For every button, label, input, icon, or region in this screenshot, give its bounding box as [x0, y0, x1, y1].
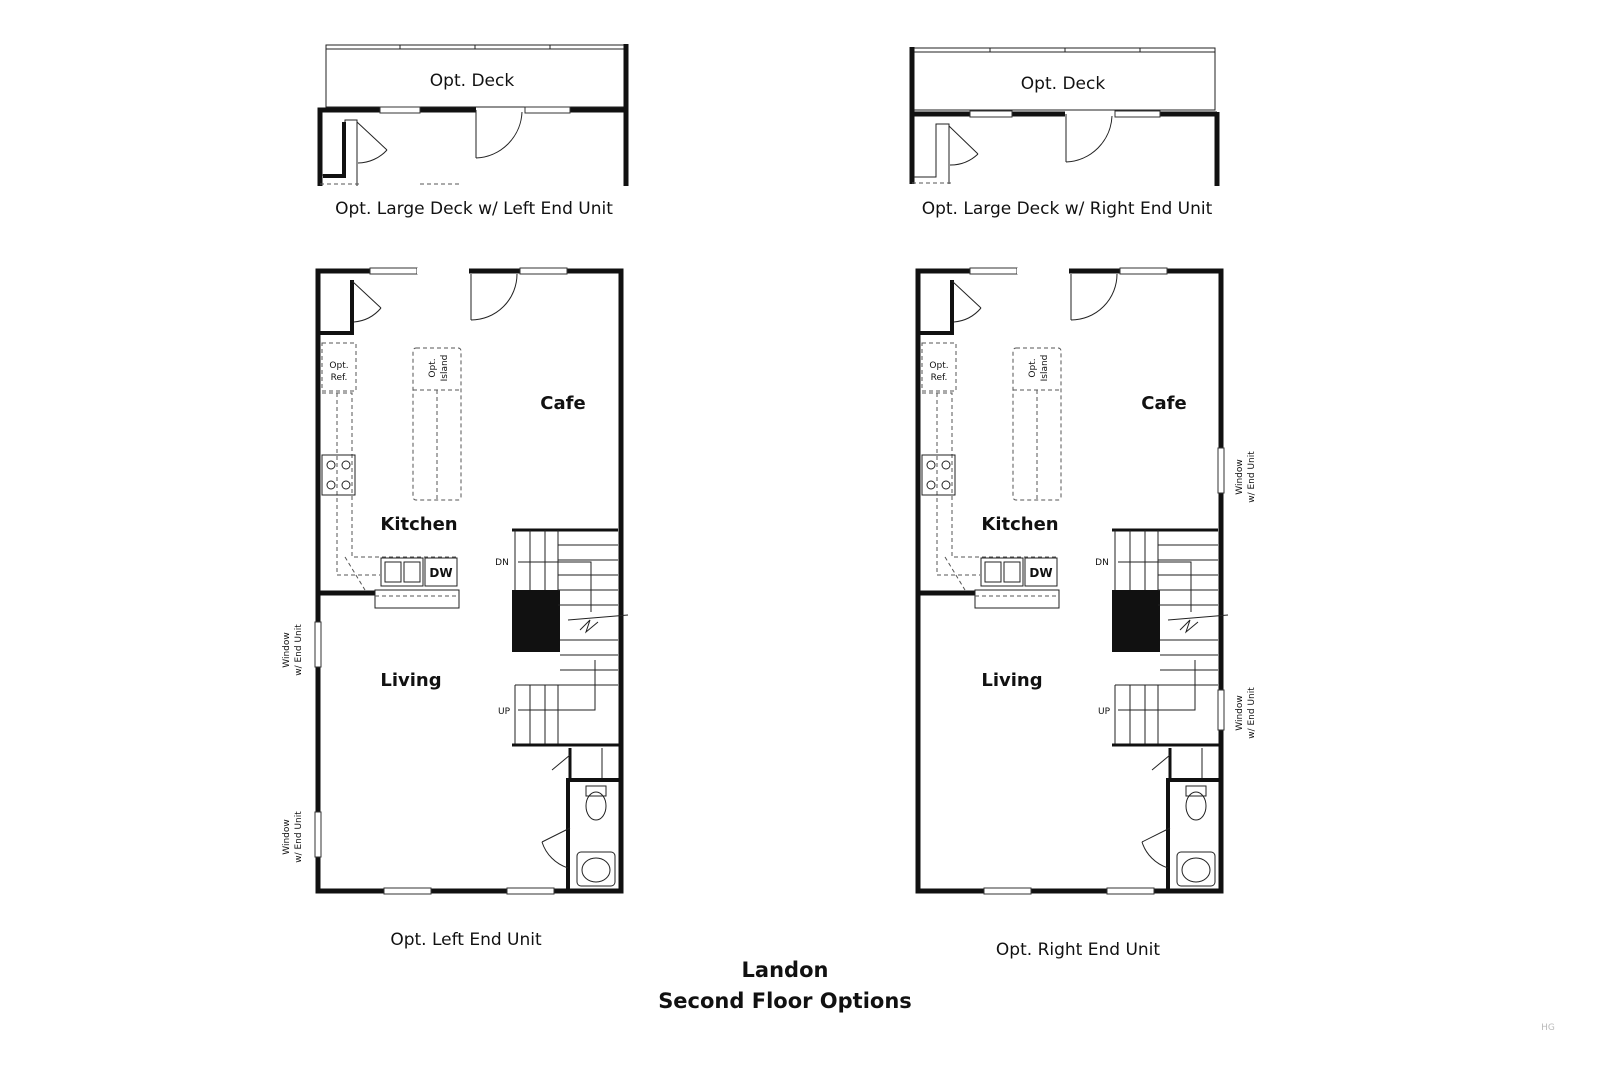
watermark: HG	[1541, 1023, 1555, 1033]
plan-left-dw-label: DW	[429, 566, 452, 580]
plan-right-cafe-label: Cafe	[1141, 393, 1186, 414]
plan-right-island-label-1: Opt.	[1028, 358, 1038, 377]
plan-right-living-label: Living	[981, 670, 1042, 691]
deck-right-plan: Opt. Deck Opt. Large Deck w/ Right End U…	[909, 47, 1220, 219]
plan-left-window1-label-1: Window	[282, 632, 292, 668]
plan-left-island-label-2: Island	[440, 355, 450, 382]
plan-left-island-label-1: Opt.	[428, 358, 438, 377]
sheet-title-line-2: Second Floor Options	[658, 989, 912, 1013]
plan-left-caption: Opt. Left End Unit	[390, 930, 542, 950]
plan-right-kitchen-label: Kitchen	[981, 514, 1058, 535]
plan-left-up-label: UP	[498, 707, 511, 717]
plan-left: Opt. Ref. Opt. Island DW	[282, 267, 629, 950]
plan-left-kitchen-label: Kitchen	[380, 514, 457, 535]
plan-right-window2-label-1: Window	[1235, 695, 1245, 731]
plan-left-window2-label-1: Window	[282, 819, 292, 855]
deck-right-room-label: Opt. Deck	[1021, 74, 1106, 94]
sheet-title-line-1: Landon	[742, 958, 829, 982]
deck-left-plan: Opt. Deck Opt. Large Deck w/ Left End Un…	[317, 44, 629, 219]
plan-left-window2-label-2: w/ End Unit	[294, 811, 304, 863]
plan-right-window2-label-2: w/ End Unit	[1247, 687, 1257, 739]
plan-left-dn-label: DN	[495, 558, 509, 568]
plan-right-window1-label-2: w/ End Unit	[1247, 451, 1257, 503]
deck-left-room-label: Opt. Deck	[430, 71, 515, 91]
plan-left-living-label: Living	[380, 670, 441, 691]
plan-left-cafe-label: Cafe	[540, 393, 585, 414]
plan-right-dw-label: DW	[1029, 566, 1052, 580]
plan-right-dn-label: DN	[1095, 558, 1109, 568]
plan-right-ref-label-1: Opt.	[929, 361, 948, 371]
plan-right-ref-label-2: Ref.	[931, 373, 948, 383]
plan-right-up-label: UP	[1098, 707, 1111, 717]
deck-left-caption: Opt. Large Deck w/ Left End Unit	[335, 199, 613, 219]
deck-right-caption: Opt. Large Deck w/ Right End Unit	[922, 199, 1213, 219]
plan-left-ref-label-1: Opt.	[329, 361, 348, 371]
plan-right-island-label-2: Island	[1040, 355, 1050, 382]
plan-right: Opt. Ref. Opt. Island DW	[915, 267, 1257, 960]
plan-left-ref-label-2: Ref.	[331, 373, 348, 383]
plan-left-window1-label-2: w/ End Unit	[294, 624, 304, 676]
plan-right-window1-label-1: Window	[1235, 459, 1245, 495]
plan-right-caption: Opt. Right End Unit	[996, 940, 1160, 960]
